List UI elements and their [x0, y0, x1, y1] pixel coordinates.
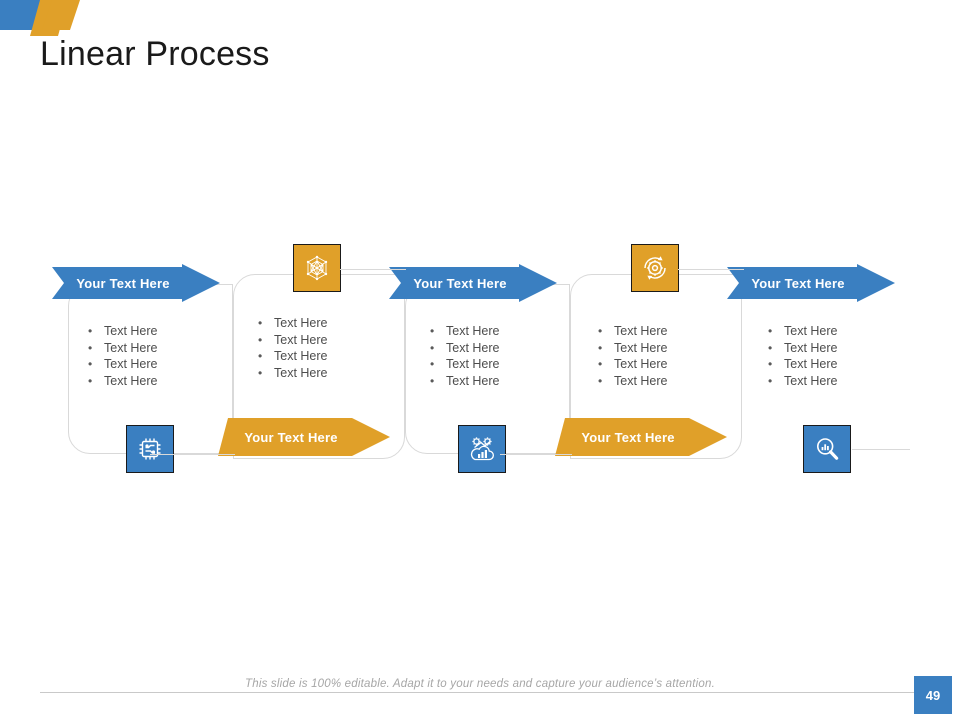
list-item: Text Here [430, 340, 500, 357]
list-item: Text Here [258, 332, 328, 349]
footer-note: This slide is 100% editable. Adapt it to… [245, 678, 715, 690]
connector-line-top-4 [678, 269, 744, 270]
list-item: Text Here [430, 356, 500, 373]
microchip-icon [139, 438, 161, 460]
connector-line-mid [500, 454, 572, 455]
step-2-bullet-list: Text Here Text Here Text Here Text Here [258, 315, 328, 381]
connector-line-right [852, 449, 910, 450]
list-item: Text Here [768, 356, 838, 373]
step-5-bullet-list: Text Here Text Here Text Here Text Here [768, 323, 838, 389]
step-1-arrow[interactable]: Your Text Here [52, 264, 220, 302]
magnifier-chart-icon [816, 438, 839, 460]
list-item: Text Here [258, 365, 328, 382]
list-item: Text Here [768, 373, 838, 390]
list-item: Text Here [598, 356, 668, 373]
list-item: Text Here [258, 348, 328, 365]
list-item: Text Here [430, 373, 500, 390]
step-1-bullet-list: Text Here Text Here Text Here Text Here [88, 323, 158, 389]
page-title: Linear Process [40, 35, 270, 73]
step-5-icon-tile[interactable] [803, 425, 851, 473]
step-3-arrow[interactable]: Your Text Here [389, 264, 557, 302]
list-item: Text Here [768, 323, 838, 340]
step-2-icon-tile[interactable] [293, 244, 341, 292]
step-1-icon-tile[interactable] [126, 425, 174, 473]
corner-ribbon-decoration [0, 0, 95, 36]
step-4-arrow[interactable]: Your Text Here [555, 418, 727, 456]
step-4-icon-tile[interactable] [631, 244, 679, 292]
connector-line-top-2 [340, 269, 406, 270]
step-3-bullet-list: Text Here Text Here Text Here Text Here [430, 323, 500, 389]
footer-divider [40, 692, 920, 693]
network-mesh-icon [306, 255, 328, 281]
cloud-analytics-icon [470, 437, 494, 461]
list-item: Text Here [598, 373, 668, 390]
page-number-badge: 49 [914, 676, 952, 714]
list-item: Text Here [768, 340, 838, 357]
step-5-arrow[interactable]: Your Text Here [727, 264, 895, 302]
list-item: Text Here [88, 373, 158, 390]
list-item: Text Here [88, 323, 158, 340]
step-4-bullet-list: Text Here Text Here Text Here Text Here [598, 323, 668, 389]
step-2-arrow[interactable]: Your Text Here [218, 418, 390, 456]
list-item: Text Here [430, 323, 500, 340]
list-item: Text Here [598, 340, 668, 357]
list-item: Text Here [598, 323, 668, 340]
linear-process-diagram: Text Here Text Here Text Here Text Here … [0, 230, 960, 480]
list-item: Text Here [88, 340, 158, 357]
step-3-icon-tile[interactable] [458, 425, 506, 473]
list-item: Text Here [258, 315, 328, 332]
list-item: Text Here [88, 356, 158, 373]
connector-line-left [150, 454, 235, 455]
gear-refresh-icon [644, 256, 666, 280]
